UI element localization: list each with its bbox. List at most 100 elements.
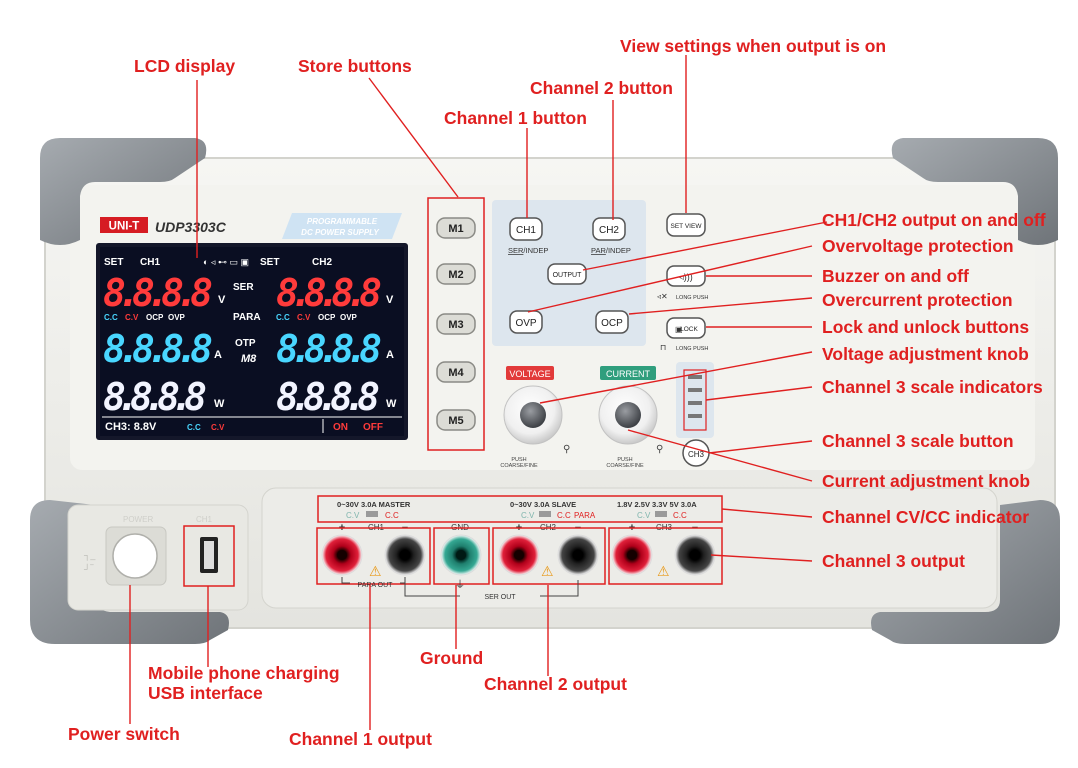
lcd-ch1-ocp: OCP	[146, 313, 164, 322]
lcd-ch3-reading: CH3: 8.8V	[105, 421, 157, 433]
buzzer-long-push: LONG PUSH	[676, 295, 708, 301]
svg-text:CH2: CH2	[599, 225, 619, 236]
brand-logo: UNI-T	[109, 221, 140, 233]
current-push-label: PUSH	[617, 457, 632, 463]
callout-ground: Ground	[420, 648, 484, 668]
cv-cc-indicators: 0~30V 3.0A MASTER C.V C.C 0~30V 3.0A SLA…	[317, 495, 723, 523]
ch3-scale-indicators	[676, 362, 714, 438]
tagline-2: DC POWER SUPPLY	[301, 228, 379, 237]
m4-button[interactable]: M4	[436, 361, 476, 383]
callout-usb: Mobile phone charging USB interface	[148, 663, 340, 703]
ch2-positive-terminal[interactable]	[498, 534, 540, 576]
ch2-negative-terminal[interactable]	[557, 534, 599, 576]
lcd-ch2-ocp: OCP	[318, 313, 336, 322]
bumper-top-right	[891, 138, 1058, 245]
ch3-button[interactable]: CH3	[682, 439, 710, 467]
set-view-button[interactable]: SET VIEW	[666, 213, 706, 237]
ch2-cv: C.V	[521, 511, 535, 520]
gnd-terminal[interactable]	[440, 534, 482, 576]
ch3-negative-terminal[interactable]	[674, 534, 716, 576]
callout-output-onoff: CH1/CH2 output on and off	[822, 210, 1046, 230]
lcd-display: SET CH1 ◐ ◃ ⊷ ▭ ▣ SET CH2 8.8.8.8 V SER …	[96, 243, 408, 440]
voltage-coarse-fine: COARSE/FINE	[500, 463, 538, 469]
ch2-button[interactable]: CH2	[592, 217, 626, 241]
ovp-button[interactable]: OVP	[509, 310, 543, 334]
unlock-icon: ⊓	[660, 343, 666, 352]
ch3-warning-icon: ⚠	[657, 563, 670, 579]
callout-ocp: Overcurrent protection	[822, 290, 1013, 310]
ch3-positive-terminal[interactable]	[611, 534, 653, 576]
ch1-cc: C.C	[385, 511, 399, 520]
lock-icon: ▣	[675, 325, 683, 334]
callout-ch3-scale-button: Channel 3 scale button	[822, 431, 1014, 451]
leader-ch3-output	[710, 554, 813, 562]
lcd-status-icons: ◐ ◃ ⊷ ▭ ▣	[203, 257, 249, 267]
leader-voltage-knob	[539, 351, 813, 404]
lcd-ch2-power: 8.8.8.8	[276, 375, 380, 419]
svg-text:M2: M2	[448, 269, 463, 281]
callout-ch3-scale-indicators: Channel 3 scale indicators	[822, 377, 1043, 397]
voltage-knob[interactable]	[503, 385, 563, 445]
ch2-warning-icon: ⚠	[541, 563, 554, 579]
tagline-1: PROGRAMMABLE	[307, 217, 378, 226]
callout-buzzer: Buzzer on and off	[822, 266, 969, 286]
ch2-cc: C.C	[557, 511, 571, 520]
svg-text:CH1: CH1	[516, 225, 536, 236]
brand-logo-box	[100, 217, 148, 233]
lcd-ch2-voltage: 8.8.8.8	[276, 271, 382, 315]
output-button[interactable]: OUTPUT	[547, 263, 587, 285]
lcd-ch1-cv: C.V	[125, 313, 139, 322]
ch1-positive-terminal[interactable]	[321, 534, 363, 576]
usb-port-group: CH1	[183, 515, 235, 587]
ch1-button[interactable]: CH1	[509, 217, 543, 241]
lock-button[interactable]: ▣ LOCK	[666, 317, 706, 339]
ch2-indicator-led	[539, 511, 551, 517]
m3-button[interactable]: M3	[436, 313, 476, 335]
m5-button[interactable]: M5	[436, 409, 476, 431]
ch1-output-highlight	[316, 527, 431, 585]
callout-current-knob: Current adjustment knob	[822, 471, 1031, 491]
ground-highlight	[433, 527, 490, 585]
lcd-ch1-current: 8.8.8.8	[103, 327, 213, 371]
model-name: UDP3303C	[155, 219, 227, 235]
bumper-top-left	[40, 138, 207, 245]
lcd-ch2-a-unit: A	[386, 349, 394, 361]
para-out-label: PARA OUT	[358, 582, 394, 589]
lcd-para: PARA	[233, 312, 261, 323]
ch1-indicator-led	[366, 511, 378, 517]
callout-lcd-display: LCD display	[134, 56, 236, 76]
power-switch[interactable]	[105, 526, 167, 586]
lcd-ch2-current: 8.8.8.8	[276, 327, 382, 371]
callout-ch3-output: Channel 3 output	[822, 551, 965, 571]
ocp-button[interactable]: OCP	[595, 310, 629, 334]
bumper-bottom-right	[871, 500, 1060, 644]
right-buttons: SET VIEW ◃))) ◃✕ LONG PUSH ▣ LOCK ⊓ LONG…	[657, 213, 708, 352]
power-on-off-icon: ┐_	[84, 550, 96, 561]
ch1-negative-terminal[interactable]	[384, 534, 426, 576]
m1-button[interactable]: M1	[436, 217, 476, 239]
lcd-set-2: SET	[260, 257, 279, 268]
ch3-scale-led-4	[688, 414, 702, 418]
callout-lock: Lock and unlock buttons	[822, 317, 1030, 337]
lcd-ch1-voltage: 8.8.8.8	[103, 271, 213, 315]
callout-ch1-output: Channel 1 output	[289, 729, 432, 749]
m2-button[interactable]: M2	[436, 263, 476, 285]
ch3-scale-led-2	[688, 388, 702, 392]
ch1-sub-label: SER/INDEP	[508, 246, 548, 255]
current-coarse-fine: COARSE/FINE	[606, 463, 644, 469]
current-knob[interactable]	[598, 385, 658, 445]
callout-view-settings: View settings when output is on	[620, 36, 887, 56]
lcd-ch2-label: CH2	[312, 257, 332, 268]
current-knob-group: CURRENT PUSH COARSE/FINE ⚲	[598, 366, 663, 469]
svg-text:M4: M4	[448, 367, 464, 379]
lcd-ch3-cc: C.C	[187, 423, 201, 432]
leader-ch3-scale-ind	[705, 386, 813, 401]
usb-port[interactable]	[200, 537, 218, 573]
svg-text:LOCK: LOCK	[680, 326, 698, 333]
lcd-ch2-w-unit: W	[386, 398, 397, 410]
master-spec: 0~30V 3.0A MASTER	[337, 500, 411, 509]
svg-text:M3: M3	[448, 319, 463, 331]
ground-symbol-icon: ⏚	[455, 579, 465, 591]
svg-text:OVP: OVP	[515, 318, 536, 329]
buzzer-mute-icon: ◃✕	[657, 292, 668, 301]
